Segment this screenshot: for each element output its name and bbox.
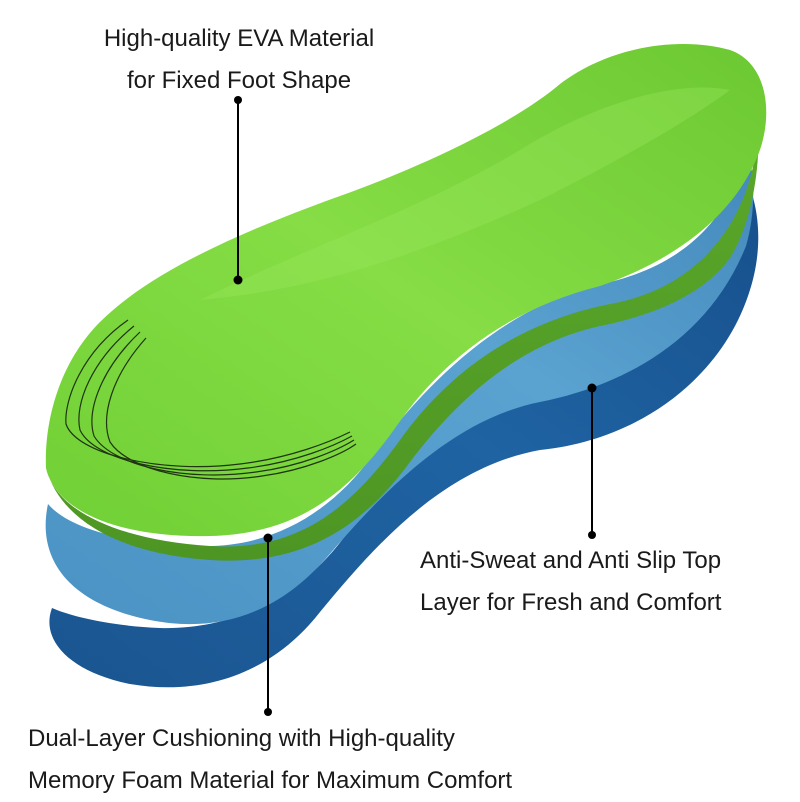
foam-layer-dark-blue: [49, 194, 759, 688]
leader-lines: [237, 100, 593, 712]
cushioning-caption-line1: Dual-Layer Cushioning with High-quality: [28, 725, 455, 752]
leader-dot: [234, 96, 242, 104]
eva-layer-green: [45, 43, 767, 537]
leader-dot: [588, 531, 596, 539]
anti-sweat-caption: Anti-Sweat and Anti Slip Top Layer for F…: [420, 540, 721, 624]
anti-sweat-caption-line1: Anti-Sweat and Anti Slip Top: [420, 547, 722, 574]
top-layer-light-blue: [45, 140, 754, 625]
anti-sweat-caption-line2: Layer for Fresh and Comfort: [420, 589, 722, 616]
leader-dot: [264, 708, 272, 716]
leader-dots: [233, 96, 597, 716]
heel-contour-lines: [65, 319, 357, 480]
eva-material-caption-line1: High-quality EVA Material: [103, 25, 375, 52]
cushioning-caption: Dual-Layer Cushioning with High-quality …: [28, 718, 512, 802]
leader-dot: [233, 275, 243, 285]
leader-dot: [587, 383, 597, 393]
eva-material-caption-line2: for Fixed Foot Shape: [126, 67, 352, 94]
eva-material-caption: High-quality EVA Material for Fixed Foot…: [0, 18, 478, 102]
cushioning-caption-line2: Memory Foam Material for Maximum Comfort: [28, 767, 513, 794]
eva-sheen: [200, 87, 730, 300]
leader-dot: [263, 533, 273, 543]
